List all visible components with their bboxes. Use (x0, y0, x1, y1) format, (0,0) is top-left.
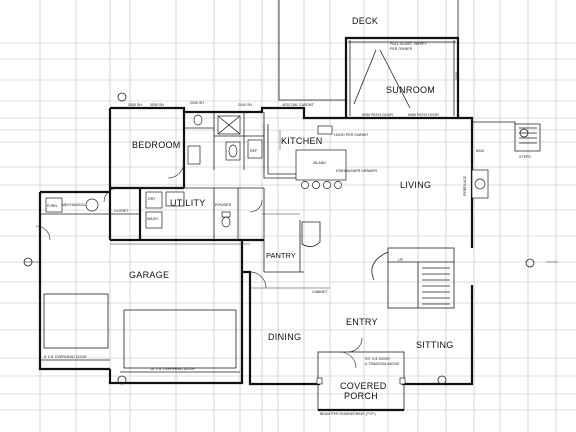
label-ref: REF (250, 149, 258, 153)
dimension-lines (24, 130, 558, 289)
label-bedroom: BEDROOM (132, 140, 181, 150)
door-swings (35, 161, 363, 369)
label-kitchen: KITCHEN (281, 136, 323, 146)
label-wash: WASH (147, 217, 158, 221)
label-porch: PORCH (344, 391, 378, 401)
note-window-6040: 6040 (476, 149, 484, 153)
label-sitting: SITTING (416, 340, 454, 350)
section-markers (23, 92, 535, 385)
label-deck: DECK (352, 16, 378, 26)
label-dining: DINING (268, 332, 301, 342)
note-overhead-door-right: 16' X 8' OVERHEAD DOOR (150, 367, 195, 371)
note-kitchen-window: 4030 DBL CASEMT (282, 103, 315, 107)
label-utility: UTILITY (170, 198, 206, 208)
kitchen-island (295, 149, 347, 181)
garage-doors (40, 293, 240, 373)
note-hood: HOOD PER OWNER (334, 133, 368, 137)
label-dry: DRY (148, 197, 156, 201)
note-glass-owner: PER OWNER (390, 47, 413, 51)
note-overhead-door-left: 8' X 8' OVERHEAD DOOR (44, 355, 87, 359)
label-entry: ENTRY (346, 317, 378, 327)
note-bedroom-window-3: 2040 SH (190, 101, 204, 105)
note-bedroom-window-2: 3050 SH (150, 103, 164, 107)
label-garage: GARAGE (129, 270, 169, 280)
note-window-3050: 3050 (455, 72, 459, 80)
note-beam: BEAM PER ENGINEERING (TYP.) (320, 412, 376, 416)
note-patio-door-right: 6050 PATIO DOOR (408, 113, 439, 117)
plan-notes: FULL GLASS, VERIFY PER OWNER 6050 PATIO … (44, 42, 484, 416)
note-entry-door-1: 3'0" X 8' DOOR (365, 357, 390, 361)
label-living: LIVING (400, 180, 431, 190)
note-glass-verify: FULL GLASS, VERIFY (390, 42, 427, 46)
covered-porch-outline (316, 351, 406, 412)
label-up: UP (398, 258, 404, 262)
note-patio-door-left: 6050 PATIO DOOR (362, 113, 393, 117)
label-steps: STEPS (519, 155, 531, 159)
note-entry-door-2: & TRANSOM ABOVE (365, 362, 400, 366)
label-island: ISLAND (313, 161, 326, 165)
label-covered: COVERED (340, 381, 387, 391)
note-cabinet: CABINET (312, 290, 328, 294)
fixtures (45, 114, 489, 247)
sunroom-walls (344, 36, 460, 118)
label-sunroom: SUNROOM (386, 85, 435, 95)
label-fireplace: FIREPLACE (463, 175, 467, 196)
room-labels: DECK SUNROOM BEDROOM KITCHEN LIVING UTIL… (47, 16, 531, 401)
note-bedroom-window-1: 3050 SH (128, 103, 142, 107)
label-furn: FURN (47, 204, 57, 208)
label-closet: CLOSET (114, 209, 129, 213)
note-kitchen-window-2: 2040 SH (238, 103, 252, 107)
note-dishwasher: DISHWASHER DRAWER (336, 169, 377, 173)
label-pantry: PANTRY (266, 251, 296, 260)
house-exterior-walls (38, 106, 474, 386)
label-mechanical: MECHANICAL (62, 203, 86, 207)
label-powder: POWDER (215, 203, 232, 207)
